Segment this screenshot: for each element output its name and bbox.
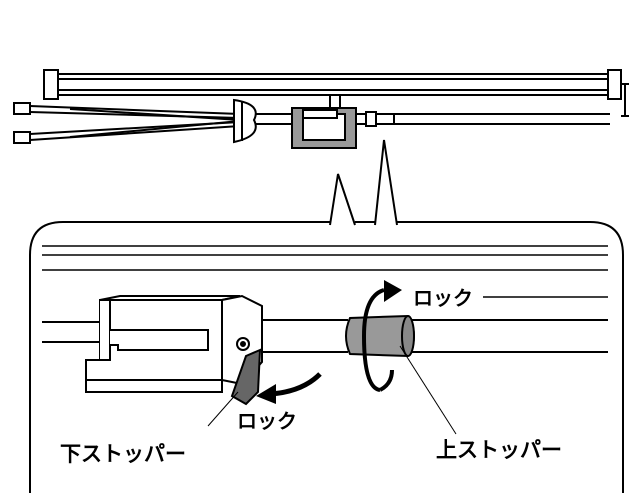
overview-right-hook xyxy=(621,83,629,117)
lower-lock-arrow xyxy=(269,372,322,397)
lower-stopper-lever xyxy=(230,348,262,406)
overview-dome-joint xyxy=(233,98,257,144)
detail-pole xyxy=(42,319,608,353)
overview-plug-bottom xyxy=(13,131,31,144)
leader-lines xyxy=(207,345,457,435)
overview-assembly xyxy=(13,69,629,144)
callout-pointer xyxy=(329,139,398,226)
lower-stopper-label: 下ストッパー xyxy=(60,442,186,466)
upper-lock-arrowhead xyxy=(384,280,402,302)
upper-lock-rotation-arrow xyxy=(361,288,394,392)
upper-stopper-collar xyxy=(345,314,415,358)
lower-stopper-clamp xyxy=(85,294,263,393)
overview-plug-top xyxy=(13,102,31,115)
upper-lock-label: ロック xyxy=(413,286,473,310)
overview-left-cap xyxy=(43,69,59,100)
upper-stopper-label: 上ストッパー xyxy=(436,438,562,462)
detail-box xyxy=(29,221,624,493)
overview-right-cap xyxy=(607,69,622,100)
overview-upper-stopper xyxy=(365,111,377,127)
lower-lock-arrowhead xyxy=(256,384,276,404)
lower-lock-label: ロック xyxy=(237,409,297,433)
detail-rails xyxy=(42,245,608,298)
overview-lower-stopper xyxy=(291,107,357,149)
